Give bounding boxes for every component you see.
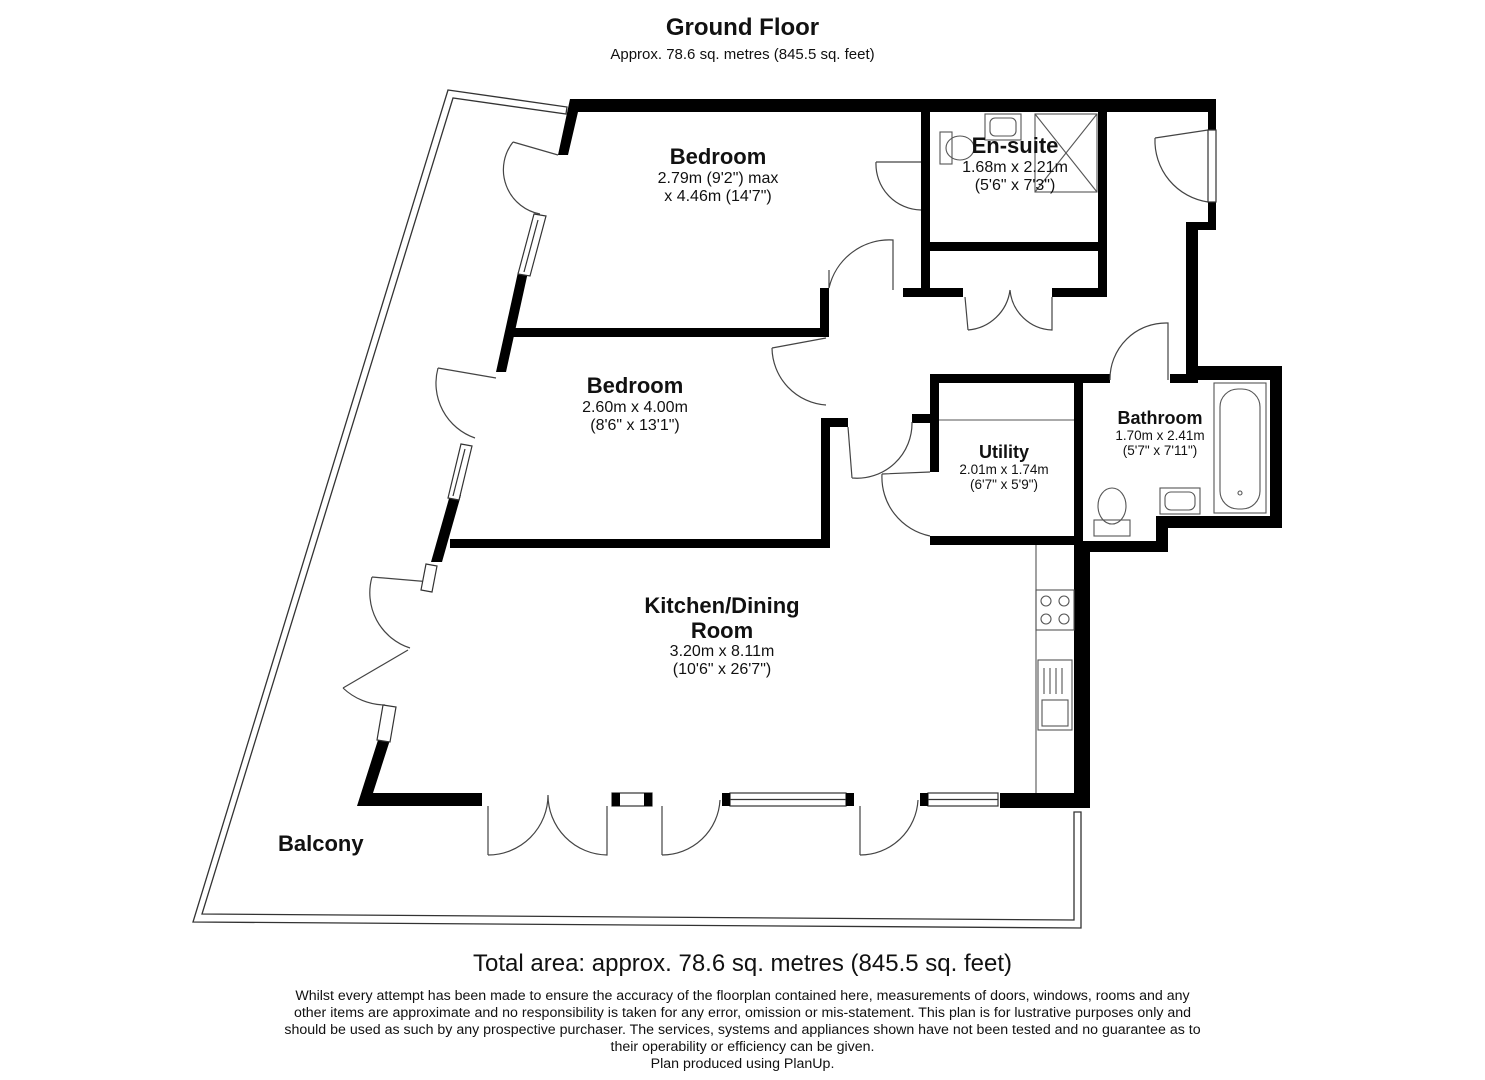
room-name: Kitchen/Dining	[644, 593, 800, 618]
balcony-outline	[192, 89, 1082, 929]
room-dimensions: 1.70m x 2.41m	[1115, 428, 1205, 444]
room-utility: Utility 2.01m x 1.74m (6'7" x 5'9")	[942, 442, 1066, 492]
room-kitchen-dining: Kitchen/Dining Room 3.20m x 8.11m (10'6"…	[612, 593, 832, 679]
page-title: Ground Floor	[665, 14, 820, 41]
disclaimer-line: other items are approximate and no respo…	[293, 1005, 1192, 1021]
room-name: Bathroom	[1117, 408, 1203, 428]
total-area: Total area: approx. 78.6 sq. metres (845…	[473, 950, 1012, 977]
room-dimensions: (10'6" x 26'7")	[672, 661, 772, 679]
room-name: Bedroom	[586, 373, 684, 398]
window-caps	[612, 793, 928, 806]
fixtures	[939, 113, 1267, 793]
room-dimensions: (5'6" x 7'3")	[974, 176, 1056, 194]
room-dimensions: (6'7" x 5'9")	[969, 477, 1038, 493]
room-dimensions: 1.68m x 2.21m	[962, 158, 1068, 176]
disclaimer-line: Plan produced using PlanUp.	[650, 1056, 835, 1072]
room-balcony: Balcony	[278, 831, 398, 857]
disclaimer-line: their operability or efficiency can be g…	[610, 1039, 875, 1055]
room-dimensions: x 4.46m (14'7")	[664, 187, 772, 205]
walls	[357, 99, 1282, 808]
page-subtitle: Approx. 78.6 sq. metres (845.5 sq. feet)	[610, 46, 875, 63]
disclaimer-line: Whilst every attempt has been made to en…	[295, 988, 1190, 1004]
room-dimensions: 2.79m (9'2") max	[657, 169, 779, 187]
room-name: En-suite	[971, 133, 1059, 158]
room-dimensions: 2.01m x 1.74m	[959, 462, 1049, 478]
room-name: Balcony	[278, 831, 364, 856]
disclaimer: Whilst every attempt has been made to en…	[255, 988, 1230, 1073]
room-dimensions: (8'6" x 13'1")	[590, 416, 680, 434]
room-name: Bedroom	[669, 144, 767, 169]
room-ensuite: En-suite 1.68m x 2.21m (5'6" x 7'3")	[930, 133, 1100, 194]
room-dimensions: 2.60m x 4.00m	[582, 398, 688, 416]
windows	[376, 129, 1217, 807]
disclaimer-line: should be used as such by any prospectiv…	[284, 1022, 1201, 1038]
room-bathroom: Bathroom 1.70m x 2.41m (5'7" x 7'11")	[1090, 408, 1230, 458]
room-name: Room	[690, 617, 754, 643]
room-dimensions: 3.20m x 8.11m	[669, 643, 775, 661]
room-dimensions: (5'7" x 7'11")	[1122, 443, 1198, 459]
room-bedroom-1: Bedroom 2.79m (9'2") max x 4.46m (14'7")	[618, 144, 818, 205]
doors	[342, 129, 1209, 856]
room-name: Utility	[978, 442, 1029, 462]
room-bedroom-2: Bedroom 2.60m x 4.00m (8'6" x 13'1")	[535, 373, 735, 434]
